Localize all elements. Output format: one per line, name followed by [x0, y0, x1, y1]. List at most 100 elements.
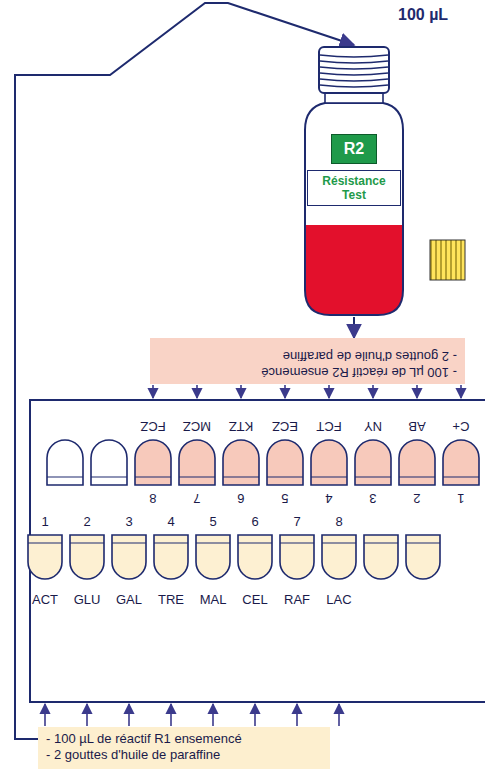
test-well — [443, 440, 479, 485]
well-label: GAL — [116, 593, 142, 606]
well-number: 3 — [369, 492, 376, 505]
well-number: 8 — [149, 492, 156, 505]
well-rim — [112, 542, 146, 543]
cap-thread — [320, 85, 388, 87]
well-label: FCZ — [140, 420, 165, 433]
dispense-arrows — [45, 385, 461, 726]
test-well — [47, 440, 83, 485]
instruction-box: - 100 µL de réactif R1 ensemencé- 2 gout… — [38, 727, 330, 769]
instruction-line: - 100 µL de réactif R1 ensemencé — [46, 731, 242, 747]
dispense-arrow — [460, 385, 462, 398]
well-label: ECZ — [272, 420, 298, 433]
dispense-arrow — [328, 385, 330, 398]
dispense-arrow — [152, 385, 154, 398]
sugar-well — [406, 535, 440, 579]
well-label: CEL — [242, 593, 267, 606]
dispense-arrow — [416, 385, 418, 398]
well-number: 2 — [83, 515, 90, 528]
bottle-neck — [325, 93, 383, 103]
well-rim — [406, 542, 440, 543]
strip-frame — [30, 400, 485, 702]
test-well — [223, 440, 259, 485]
cap-thread — [320, 79, 388, 81]
dispense-arrow — [212, 704, 214, 726]
well-rim — [443, 476, 479, 477]
dispense-arrow — [170, 704, 172, 726]
well-rim — [91, 476, 127, 477]
well-number: 6 — [251, 515, 258, 528]
cap-thread — [320, 55, 388, 57]
cap-thread — [320, 61, 388, 63]
dispense-arrow — [240, 385, 242, 398]
volume-label: 100 µL — [396, 6, 450, 24]
well-label: KTZ — [229, 420, 254, 433]
well-rim — [399, 476, 435, 477]
well-rim — [238, 542, 272, 543]
cap-swatch — [430, 240, 465, 280]
bottle-body — [305, 103, 403, 315]
bottle-label: Résistance Test — [307, 170, 401, 206]
test-well — [135, 440, 171, 485]
sugar-well — [280, 535, 314, 579]
well-number: 4 — [325, 492, 332, 505]
dispense-arrow — [44, 704, 46, 726]
instruction-box: - 100 µL de réactif R2 ensemencé- 2 gout… — [150, 338, 465, 384]
well-rim — [322, 542, 356, 543]
sugar-well — [112, 535, 146, 579]
dispense-arrow — [296, 704, 298, 726]
dispense-arrow — [338, 704, 340, 726]
dispense-arrow — [284, 385, 286, 398]
well-rim — [70, 542, 104, 543]
instruction-text: - 100 µL de réactif R1 ensemencé- 2 gout… — [38, 727, 330, 769]
sugar-well — [238, 535, 272, 579]
instruction-line: - 100 µL de réactif R2 ensemencé — [261, 364, 457, 380]
test-well — [267, 440, 303, 485]
well-number: 7 — [293, 515, 300, 528]
well-number: 8 — [335, 515, 342, 528]
sugar-well — [322, 535, 356, 579]
well-rim — [135, 476, 171, 477]
reagent-tag: R2 — [331, 134, 377, 164]
well-rim — [28, 542, 62, 543]
well-rim — [364, 542, 398, 543]
well-rim — [47, 476, 83, 477]
well-number: 6 — [237, 492, 244, 505]
red-liquid — [305, 225, 403, 315]
test-well — [355, 440, 391, 485]
well-label: ACT — [32, 593, 58, 606]
cap-thread — [320, 73, 388, 75]
well-number: 4 — [167, 515, 174, 528]
dispense-arrow — [86, 704, 88, 726]
screw-cap — [319, 47, 389, 93]
well-label: RAF — [284, 593, 310, 606]
well-label: TRE — [158, 593, 184, 606]
well-rim — [280, 542, 314, 543]
wells — [28, 440, 479, 579]
well-number: 5 — [209, 515, 216, 528]
well-label: C+ — [453, 420, 470, 433]
dispense-arrow — [254, 704, 256, 726]
sugar-well — [28, 535, 62, 579]
well-rim — [311, 476, 347, 477]
test-well — [399, 440, 435, 485]
well-number: 7 — [193, 492, 200, 505]
well-label: NY — [364, 420, 382, 433]
well-rim — [267, 476, 303, 477]
sugar-well — [154, 535, 188, 579]
well-rim — [355, 476, 391, 477]
well-number: 1 — [41, 515, 48, 528]
instruction-line: - 2 gouttes d'huile de paraffine — [283, 348, 457, 364]
instruction-text: - 100 µL de réactif R2 ensemencé- 2 gout… — [150, 338, 465, 384]
well-rim — [179, 476, 215, 477]
well-number: 5 — [281, 492, 288, 505]
well-rim — [154, 542, 188, 543]
dispense-arrow — [196, 385, 198, 398]
well-number: 3 — [125, 515, 132, 528]
sugar-well — [364, 535, 398, 579]
test-well — [179, 440, 215, 485]
well-label: FCT — [316, 420, 341, 433]
well-label: MAL — [200, 593, 227, 606]
well-label: LAC — [326, 593, 351, 606]
well-label: AB — [408, 420, 425, 433]
